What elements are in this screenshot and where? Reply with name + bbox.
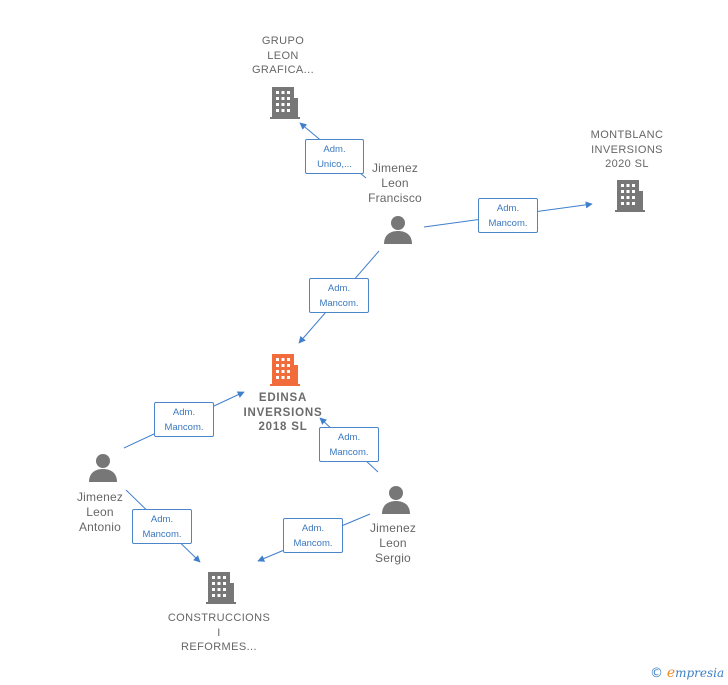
edge-label-line: Adm. xyxy=(323,144,346,155)
edge-label-line: Adm. xyxy=(496,203,520,214)
edge-label-antonio-edinsa[interactable]: Adm. Mancom. xyxy=(154,402,214,437)
company-label-line: LEON xyxy=(267,49,299,62)
edge-label-line: Adm. xyxy=(337,432,361,443)
person-label-line: Antonio xyxy=(78,520,122,534)
edge-label-antonio-construcciones[interactable]: Adm. Mancom. xyxy=(132,509,192,544)
brand-initial: e xyxy=(666,665,676,681)
building-icon-montblanc[interactable] xyxy=(613,177,647,213)
person-label-line: Francisco xyxy=(368,191,422,205)
edge-label-line: Adm. xyxy=(301,523,325,534)
person-label-line: Sergio xyxy=(375,551,411,565)
empresia-watermark: © empresia xyxy=(650,665,724,681)
person-icon-sergio[interactable] xyxy=(380,484,412,516)
edge-label-line: Adm. xyxy=(327,283,351,294)
company-label-line: GRAFICA... xyxy=(251,64,315,76)
edge-label-sergio-construcciones[interactable]: Adm. Mancom. xyxy=(283,518,343,553)
person-label-antonio[interactable]: Jimenez Leon Antonio xyxy=(60,490,140,535)
company-label-grupo[interactable]: GRUPO LEON GRAFICA... xyxy=(233,34,333,78)
building-icon-grupo[interactable] xyxy=(268,84,302,120)
company-label-edinsa[interactable]: EDINSA INVERSIONS 2018 SL xyxy=(228,391,338,435)
person-label-line: Jimenez xyxy=(371,161,419,175)
company-label-line: CONSTRUCCIONS xyxy=(167,612,271,624)
company-label-line: INVERSIONS xyxy=(243,406,323,419)
company-label-line: REFORMES... xyxy=(181,641,257,653)
company-label-line: GRUPO xyxy=(261,35,305,47)
building-icon-construcciones[interactable] xyxy=(204,569,238,605)
person-label-line: Leon xyxy=(86,505,114,519)
company-label-line: I xyxy=(217,626,221,639)
person-label-line: Jimenez xyxy=(369,521,417,535)
edge-label-line: Adm. xyxy=(150,514,174,525)
person-icon-antonio[interactable] xyxy=(87,452,119,484)
company-label-line: 2020 SL xyxy=(605,158,649,170)
edge-label-francisco-montblanc[interactable]: Adm. Mancom. xyxy=(478,198,538,233)
person-label-line: Leon xyxy=(379,536,407,550)
person-label-line: Jimenez xyxy=(76,490,124,504)
company-label-line: INVERSIONS xyxy=(591,143,663,156)
copyright-icon: © xyxy=(650,666,663,681)
edge-label-line: Mancom. xyxy=(319,298,359,309)
company-label-line: 2018 SL xyxy=(258,421,308,433)
edge-label-francisco-grupo[interactable]: Adm. Unico,... xyxy=(305,139,364,174)
building-icon-edinsa[interactable] xyxy=(268,351,302,387)
person-icon-francisco[interactable] xyxy=(382,214,414,246)
company-label-line: MONTBLANC xyxy=(590,129,664,141)
person-label-line: Leon xyxy=(381,176,409,190)
edge-label-line: Mancom. xyxy=(142,529,182,540)
brand-name: mpresia xyxy=(675,666,725,680)
edge-label-line: Mancom. xyxy=(329,447,369,458)
company-label-line: EDINSA xyxy=(258,392,308,404)
person-label-sergio[interactable]: Jimenez Leon Sergio xyxy=(353,521,433,566)
edge-label-francisco-edinsa[interactable]: Adm. Mancom. xyxy=(309,278,369,313)
edge-label-line: Mancom. xyxy=(488,218,528,229)
company-label-montblanc[interactable]: MONTBLANC INVERSIONS 2020 SL xyxy=(572,128,682,172)
edge-label-sergio-edinsa[interactable]: Adm. Mancom. xyxy=(319,427,379,462)
edge-label-line: Mancom. xyxy=(293,538,333,549)
edge-label-line: Mancom. xyxy=(164,422,204,433)
company-label-construcciones[interactable]: CONSTRUCCIONS I REFORMES... xyxy=(163,611,275,655)
edge-label-line: Unico,... xyxy=(317,159,352,170)
edge-label-line: Adm. xyxy=(172,407,196,418)
person-label-francisco[interactable]: Jimenez Leon Francisco xyxy=(355,161,435,206)
